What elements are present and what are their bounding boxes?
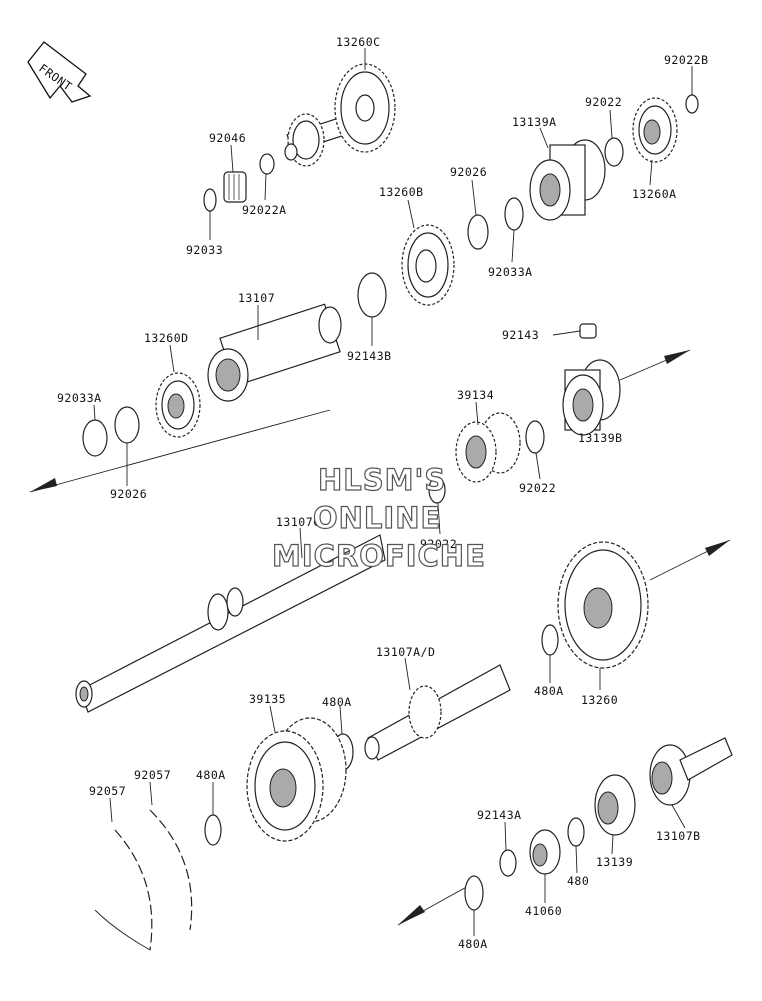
label-92022-top: 92022	[585, 95, 622, 109]
label-480A-bottom: 480A	[458, 937, 488, 951]
label-480A-mid: 480A	[322, 695, 352, 709]
label-13260B: 13260B	[379, 185, 424, 199]
label-92033: 92033	[186, 243, 223, 257]
label-92057-b: 92057	[89, 784, 126, 798]
label-92022A: 92022A	[242, 203, 287, 217]
gear-13107B	[649, 737, 733, 806]
circlip-92033	[203, 188, 217, 212]
axis-arrow-right	[705, 540, 730, 556]
watermark-line-2: ONLINE	[313, 501, 441, 535]
gear-13260B	[401, 224, 455, 306]
label-13260C: 13260C	[336, 35, 381, 49]
gear-39134	[455, 412, 521, 483]
washer-92022-top	[604, 137, 624, 167]
label-92022-low: 92022	[420, 537, 457, 551]
label-92026-left: 92026	[110, 487, 147, 501]
gear-13139A	[529, 139, 606, 221]
leader-lines	[93, 48, 693, 936]
label-92033A-mid: 92033A	[488, 265, 533, 279]
label-41060: 41060	[525, 904, 562, 918]
shaft-13107	[207, 303, 342, 402]
label-92143B: 92143B	[347, 349, 392, 363]
label-39135: 39135	[249, 692, 286, 706]
circlip-92033A-mid	[504, 197, 524, 231]
label-13260A: 13260A	[632, 187, 677, 201]
label-92143A: 92143A	[477, 808, 522, 822]
axis-arrow-left	[30, 478, 57, 492]
label-13139A: 13139A	[512, 115, 557, 129]
axis-arrow-right-upper	[664, 350, 690, 364]
label-92143: 92143	[502, 328, 539, 342]
needle-bearing-92046	[223, 171, 247, 203]
part-labels: 13260C 92022B 92022 92046 13139A 92022A …	[57, 35, 709, 951]
circlip-480A-left	[204, 814, 222, 846]
shaft-13107AD	[364, 664, 511, 761]
watermark-line-3: MICROFICHE	[272, 539, 486, 573]
circlip-480A-bottom	[464, 875, 484, 911]
label-39134: 39134	[457, 388, 494, 402]
washer-92026-left	[114, 406, 140, 444]
gear-13260D	[155, 372, 201, 438]
label-92033A-left: 92033A	[57, 391, 102, 405]
gear-13260	[557, 541, 649, 669]
gear-13260A	[632, 97, 678, 163]
label-13107C: 13107C	[276, 515, 321, 529]
circlip-480A-right	[541, 624, 559, 656]
shaft-13107C	[75, 534, 386, 713]
watermark-line-1: HLSM'S	[318, 463, 446, 497]
label-13139: 13139	[596, 855, 633, 869]
gear-39135	[246, 717, 347, 842]
axis-lines	[29, 349, 731, 926]
label-92022B: 92022B	[664, 53, 709, 67]
washer-92022B	[685, 94, 699, 114]
label-480: 480	[567, 874, 589, 888]
gear-13260C	[284, 63, 396, 167]
label-92046: 92046	[209, 131, 246, 145]
bushing-92143A	[499, 849, 517, 877]
label-13107AD: 13107A/D	[376, 645, 435, 659]
axis-line-left	[29, 409, 331, 493]
front-arrow-icon: FRONT	[27, 41, 92, 103]
bushing-92143B	[357, 272, 387, 318]
label-92022-mid: 92022	[519, 481, 556, 495]
label-480A-left: 480A	[196, 768, 226, 782]
label-13139B: 13139B	[578, 431, 623, 445]
hub-41060	[529, 829, 561, 875]
gear-13139B	[562, 359, 621, 436]
washer-92026-top	[467, 214, 489, 250]
washer-92022A	[259, 153, 275, 175]
chain-92057	[94, 809, 193, 951]
label-13260: 13260	[581, 693, 618, 707]
circlip-480	[567, 817, 585, 847]
collar-92143	[579, 323, 597, 339]
washer-92022-low	[428, 476, 446, 504]
label-480A-right: 480A	[534, 684, 564, 698]
washer-92022-mid	[525, 420, 545, 454]
axis-arrow-bottom	[398, 905, 425, 925]
label-13107: 13107	[238, 291, 275, 305]
circlip-92033A-left	[82, 419, 108, 457]
gear-13139	[594, 774, 636, 836]
label-92026-top: 92026	[450, 165, 487, 179]
label-13260D: 13260D	[144, 331, 189, 345]
label-13107B: 13107B	[656, 829, 701, 843]
label-92057-a: 92057	[134, 768, 171, 782]
watermark: HLSM'S ONLINE MICROFICHE	[271, 462, 486, 573]
